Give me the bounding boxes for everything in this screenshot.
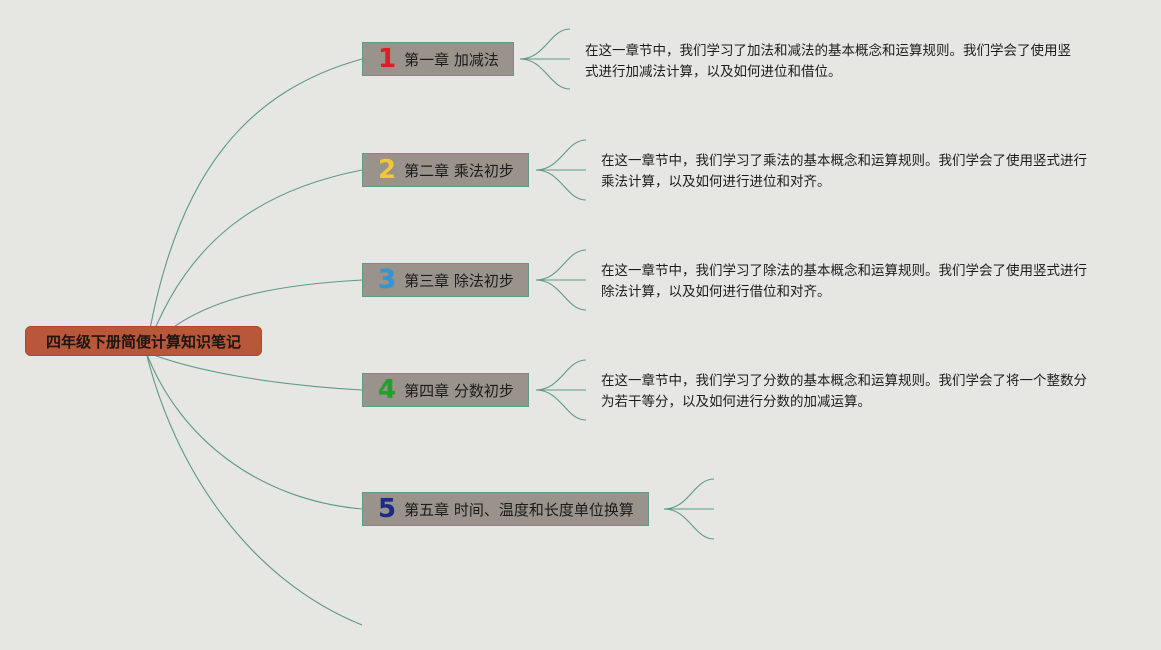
chapter-number-5: 5	[378, 494, 397, 524]
chapter-number-1: 1	[378, 44, 397, 74]
fan-top-3	[535, 249, 587, 281]
chapter-node-2[interactable]: 2 第二章 乘法初步	[362, 153, 529, 187]
fan-top-1	[519, 28, 571, 60]
chapter-title-5: 第五章 时间、温度和长度单位换算	[404, 500, 634, 519]
fan-bottom-2	[535, 169, 587, 201]
chapter-note-3[interactable]: 在这一章节中，我们学习了除法的基本概念和运算规则。我们学会了使用竖式进行除法计算…	[601, 263, 1087, 300]
connector-root-chapter-5	[145, 351, 363, 510]
fan-top-2	[535, 139, 587, 171]
chapter-note-2[interactable]: 在这一章节中，我们学习了乘法的基本概念和运算规则。我们学会了使用竖式进行乘法计算…	[601, 153, 1087, 190]
chapter-number-4: 4	[378, 375, 397, 405]
fan-bottom-1	[519, 58, 571, 90]
chapter-title-3: 第三章 除法初步	[404, 271, 514, 290]
chapter-number-3: 3	[378, 265, 397, 295]
chapter-node-1[interactable]: 1 第一章 加减法	[362, 42, 514, 76]
chapter-number-2: 2	[378, 155, 397, 185]
fan-bottom-4	[535, 389, 587, 421]
chapter-title-2: 第二章 乘法初步	[404, 161, 514, 180]
fan-bottom-5	[663, 508, 715, 540]
fan-top-4	[535, 359, 587, 391]
chapter-note-4[interactable]: 在这一章节中，我们学习了分数的基本概念和运算规则。我们学会了将一个整数分为若干等…	[601, 373, 1087, 410]
fan-top-5	[663, 478, 715, 510]
chapter-title-1: 第一章 加减法	[404, 50, 499, 69]
chapter-node-5[interactable]: 5 第五章 时间、温度和长度单位换算	[362, 492, 649, 526]
chapter-node-4[interactable]: 4 第四章 分数初步	[362, 373, 529, 407]
root-topic-label: 四年级下册简便计算知识笔记	[45, 332, 241, 351]
connector-root-tail	[145, 351, 363, 626]
connector-root-chapter-4	[145, 351, 363, 391]
chapter-node-3[interactable]: 3 第三章 除法初步	[362, 263, 529, 297]
fan-bottom-3	[535, 279, 587, 311]
connector-root-chapter-1	[145, 58, 363, 353]
chapter-title-4: 第四章 分数初步	[404, 381, 514, 400]
connector-root-chapter-2	[145, 169, 363, 353]
root-topic[interactable]: 四年级下册简便计算知识笔记	[25, 326, 262, 356]
chapter-note-1[interactable]: 在这一章节中，我们学习了加法和减法的基本概念和运算规则。我们学会了使用竖式进行加…	[585, 43, 1071, 80]
